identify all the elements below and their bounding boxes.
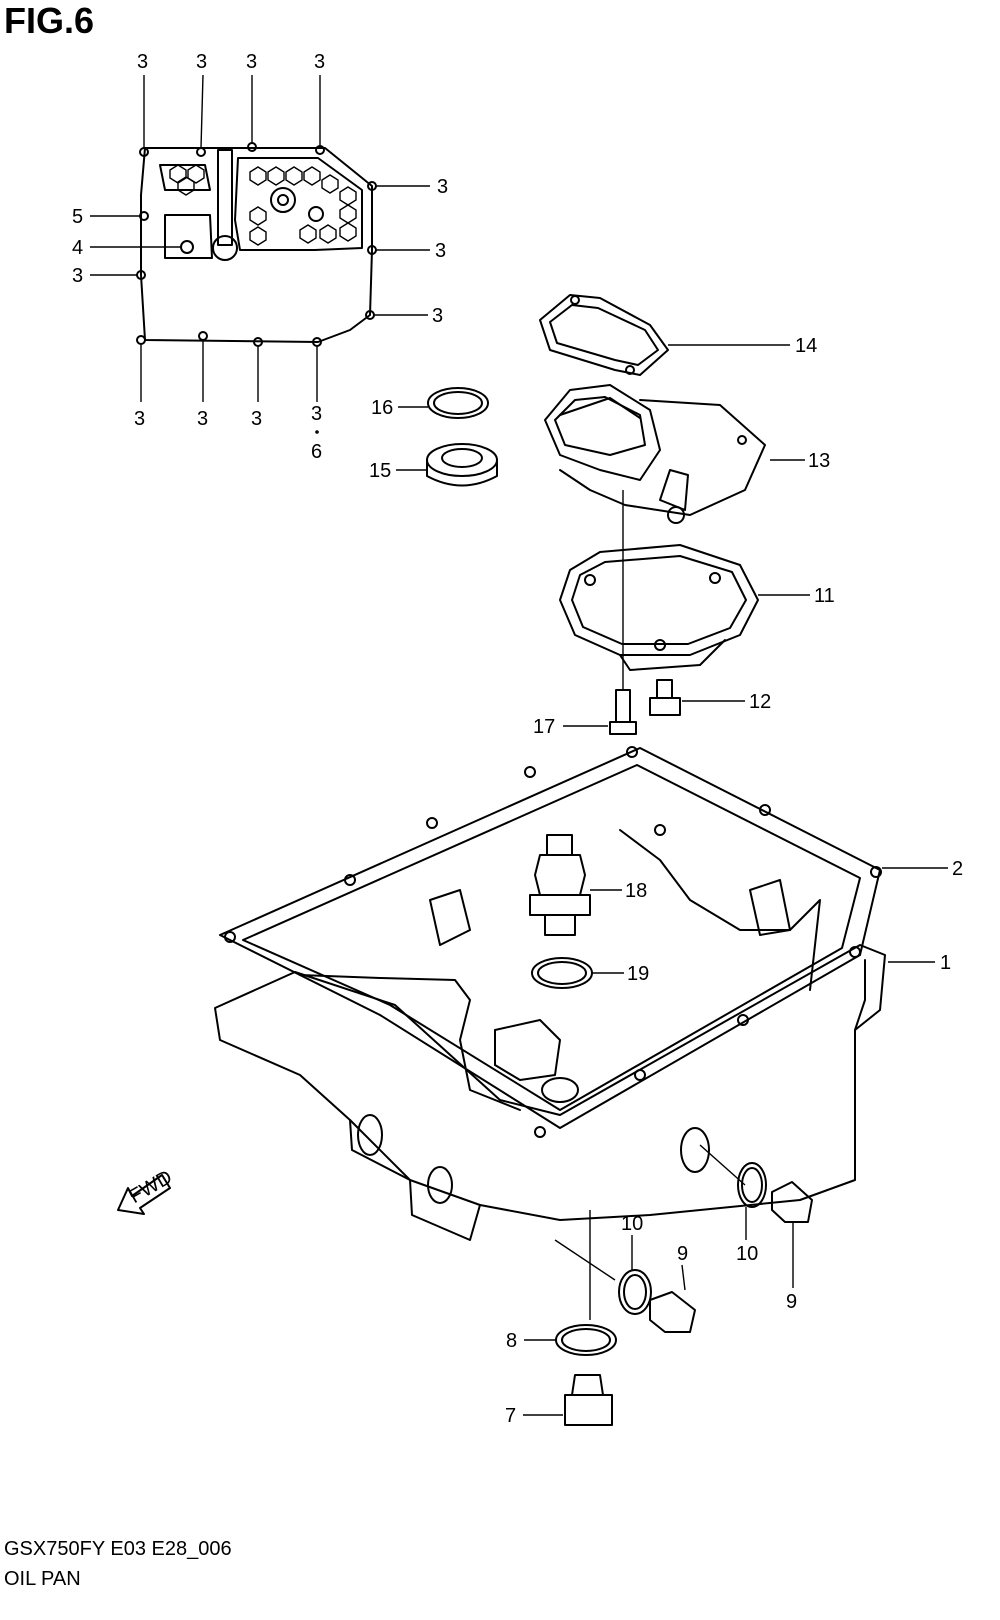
callout-6: 6: [311, 441, 322, 463]
model-code: GSX750FY E03 E28_006: [4, 1538, 232, 1560]
callout-9: 9: [786, 1291, 797, 1313]
diagram-title: OIL PAN: [4, 1568, 81, 1590]
callout-9: 9: [677, 1243, 688, 1265]
figure-title: FIG.6: [4, 0, 95, 41]
oil-pan-gasket-large: [219, 746, 948, 1138]
callout-10: 10: [736, 1243, 758, 1265]
callout-12: 12: [749, 691, 771, 713]
callout-3: 3: [134, 408, 145, 430]
forward-direction-arrow-icon: FWD: [117, 1166, 176, 1215]
callout-11: 11: [814, 585, 835, 607]
gasket-leader-lines: [90, 74, 430, 402]
callout-3: 3: [437, 176, 448, 198]
strainer-cover-gasket: [559, 544, 810, 671]
callout-17: 17: [533, 716, 555, 738]
callout-3: 3: [196, 51, 207, 73]
oil-strainer: [544, 384, 805, 524]
callout-15: 15: [369, 460, 391, 482]
callout-3: 3: [246, 51, 257, 73]
callout-18: 18: [625, 880, 647, 902]
o-ring-16: [398, 387, 489, 419]
callout-3: 3: [251, 408, 262, 430]
callout-4: 4: [72, 237, 83, 259]
callout-labels: 3 3 3 3 3 3 3 3 3 3 3 3 5 4 6 14 13 16 1…: [72, 51, 963, 1427]
callout-dot: [315, 430, 319, 434]
drain-parts: [523, 1144, 813, 1426]
callout-16: 16: [371, 397, 393, 419]
bolt-12: [649, 679, 745, 716]
oil-pan: [214, 829, 935, 1241]
callout-3: 3: [435, 240, 446, 262]
callout-3: 3: [72, 265, 83, 287]
callout-5: 5: [72, 206, 83, 228]
callout-3: 3: [137, 51, 148, 73]
callout-2: 2: [952, 858, 963, 880]
callout-14: 14: [795, 335, 817, 357]
oil-pan-gasket: [136, 142, 377, 347]
callout-7: 7: [505, 1405, 516, 1427]
callout-3: 3: [314, 51, 325, 73]
callout-3: 3: [311, 403, 322, 425]
o-ring-19: [531, 957, 624, 989]
oil-pressure-switch: [529, 834, 622, 936]
strainer-gasket: [539, 294, 790, 376]
bolt-17: [563, 490, 637, 735]
callout-3: 3: [432, 305, 443, 327]
callout-19: 19: [627, 963, 649, 985]
seal-15: [396, 443, 498, 487]
callout-10: 10: [621, 1213, 643, 1235]
callout-8: 8: [506, 1330, 517, 1352]
callout-13: 13: [808, 450, 830, 472]
callout-3: 3: [197, 408, 208, 430]
callout-1: 1: [940, 952, 951, 974]
